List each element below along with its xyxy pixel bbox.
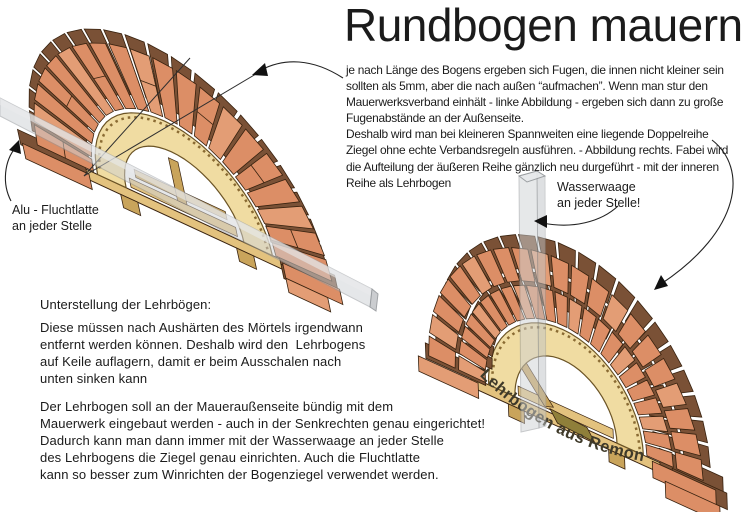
arrowhead-right-arch — [654, 275, 668, 290]
section-paragraph-2: Der Lehrbogen soll an der Maueraußenseit… — [40, 399, 486, 482]
section-paragraph-1: Diese müssen nach Aushärten des Mörtels … — [40, 320, 366, 386]
arrow-to-left-arch — [260, 61, 344, 79]
page-title: Rundbogen mauern — [344, 0, 743, 51]
wasserwaage-level — [518, 170, 540, 433]
label-fluchtlatte: Alu - Fluchtlatte an jeder Stelle — [12, 203, 99, 233]
arrow-to-right-arch — [660, 139, 734, 285]
annotation-arrows — [4, 61, 734, 290]
label-wasserwaage: Wasserwaage an jeder Stelle! — [557, 180, 641, 210]
measuring-tools-layer — [0, 97, 547, 433]
section-heading: Unterstellung der Lehrbögen: — [40, 297, 212, 312]
intro-paragraph: je nach Länge des Bogens ergeben sich Fu… — [346, 63, 729, 190]
arrow-to-wasserwaage — [542, 205, 619, 226]
arrow-to-fluchtlatte — [4, 146, 17, 202]
arrowhead-fluchtlatte — [9, 140, 21, 154]
left-arch-illustration — [16, 28, 344, 313]
arrowhead-wasserwaage — [534, 215, 547, 228]
arrowhead-left-arch — [252, 63, 268, 76]
